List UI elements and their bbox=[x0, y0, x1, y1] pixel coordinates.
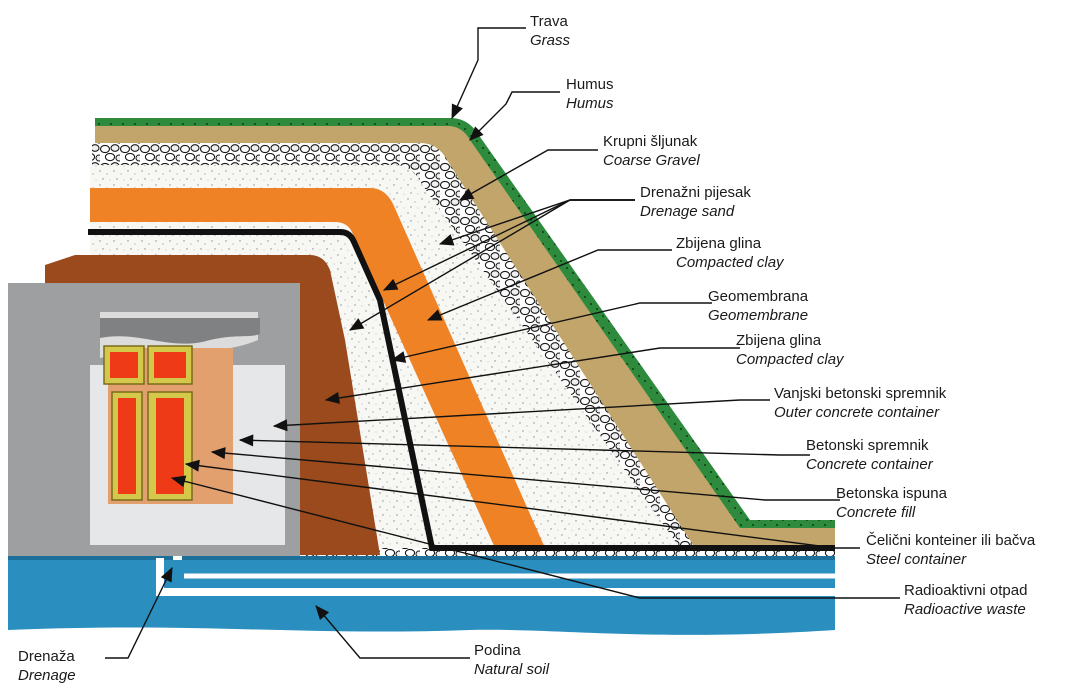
label-steel-en: Steel container bbox=[866, 551, 967, 568]
label-steel: Čelični konteiner ili bačva Steel contai… bbox=[866, 531, 1035, 569]
label-outer-en: Outer concrete container bbox=[774, 404, 940, 421]
leader-clay1 bbox=[426, 249, 672, 321]
leader-outer bbox=[272, 399, 770, 432]
outer-concrete-container bbox=[45, 255, 380, 555]
label-container-en: Concrete container bbox=[806, 456, 933, 473]
label-outer: Vanjski betonski spremnik Outer concrete… bbox=[774, 384, 946, 422]
label-waste-hr: Radioaktivni otpad bbox=[904, 582, 1028, 599]
label-sand: Drenažni pijesak Drenage sand bbox=[640, 183, 751, 221]
geomembrane-layer bbox=[88, 229, 835, 551]
leader-lines bbox=[105, 27, 900, 659]
label-soil-hr: Podina bbox=[474, 642, 521, 659]
label-grass-en: Grass bbox=[530, 32, 571, 49]
label-humus-hr: Humus bbox=[566, 76, 614, 93]
label-soil: Podina Natural soil bbox=[474, 641, 549, 679]
label-humus-en: Humus bbox=[566, 95, 614, 112]
label-clay2-en: Compacted clay bbox=[736, 351, 844, 368]
leader-waste bbox=[170, 475, 900, 599]
label-fill-hr: Betonska ispuna bbox=[836, 485, 947, 502]
label-waste-en: Radioactive waste bbox=[904, 601, 1026, 618]
leader-drainage bbox=[105, 566, 173, 659]
label-fill-en: Concrete fill bbox=[836, 504, 916, 521]
label-clay1-hr: Zbijena glina bbox=[676, 235, 762, 252]
label-clay1-en: Compacted clay bbox=[676, 254, 784, 271]
leader-sand-c bbox=[348, 199, 635, 331]
label-sand-en: Drenage sand bbox=[640, 203, 735, 220]
label-drainage-hr: Drenaža bbox=[18, 648, 75, 665]
label-clay2: Zbijena glina Compacted clay bbox=[736, 331, 844, 369]
label-humus: Humus Humus bbox=[566, 75, 614, 113]
leader-soil bbox=[315, 605, 470, 659]
steel-containers bbox=[103, 345, 193, 501]
label-geomembrane-en: Geomembrane bbox=[708, 307, 809, 324]
label-geomembrane-hr: Geomembrana bbox=[708, 288, 809, 305]
label-gravel: Krupni šljunak Coarse Gravel bbox=[603, 132, 700, 170]
leader-container bbox=[238, 434, 810, 456]
compacted-clay-layer-upper bbox=[90, 188, 545, 548]
label-steel-hr: Čelični konteiner ili bačva bbox=[866, 532, 1036, 549]
label-grass-hr: Trava bbox=[530, 13, 568, 30]
label-outer-hr: Vanjski betonski spremnik bbox=[774, 385, 947, 402]
label-soil-en: Natural soil bbox=[474, 661, 550, 678]
label-gravel-en: Coarse Gravel bbox=[603, 152, 700, 169]
label-fill: Betonska ispuna Concrete fill bbox=[836, 484, 947, 522]
leader-humus bbox=[469, 91, 560, 141]
label-waste: Radioaktivni otpad Radioactive waste bbox=[904, 581, 1027, 619]
label-geomembrane: Geomembrana Geomembrane bbox=[708, 287, 808, 325]
label-gravel-hr: Krupni šljunak bbox=[603, 133, 698, 150]
label-sand-hr: Drenažni pijesak bbox=[640, 184, 751, 201]
label-clay2-hr: Zbijena glina bbox=[736, 332, 822, 349]
leader-clay2 bbox=[324, 347, 740, 404]
lid-wave bbox=[100, 318, 260, 344]
leader-geomembrane bbox=[390, 302, 712, 363]
label-grass: Trava Grass bbox=[530, 12, 570, 50]
label-container: Betonski spremnik Concrete container bbox=[806, 436, 933, 474]
leader-fill bbox=[210, 447, 840, 501]
leader-grass bbox=[451, 27, 526, 120]
label-container-hr: Betonski spremnik bbox=[806, 437, 929, 454]
leader-gravel bbox=[458, 149, 598, 201]
label-drainage-en: Drenage bbox=[18, 667, 76, 684]
label-drainage: Drenaža Drenage bbox=[18, 647, 76, 685]
label-clay1: Zbijena glina Compacted clay bbox=[676, 234, 784, 272]
leader-steel bbox=[184, 459, 860, 549]
